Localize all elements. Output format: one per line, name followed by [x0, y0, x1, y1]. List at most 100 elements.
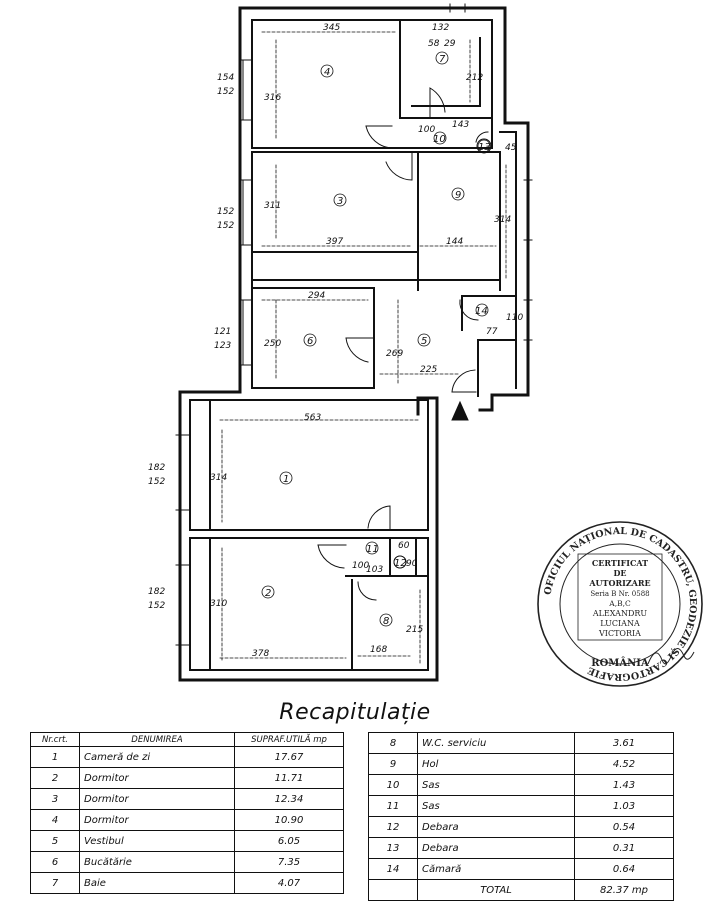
row-nr: 4	[30, 809, 80, 831]
dim-154: 154	[217, 73, 234, 83]
row-nr: 3	[30, 788, 80, 810]
total-area: 82.37 mp	[574, 879, 674, 901]
row-name: Baie	[79, 872, 235, 894]
stamp-country: ROMÂNIA	[591, 657, 649, 669]
row-nr: 7	[30, 872, 80, 894]
dim-58: 58	[428, 39, 440, 49]
room-3-label: 3	[337, 196, 343, 207]
dim-345: 345	[323, 23, 340, 33]
dim-152d: 152	[148, 477, 165, 487]
stamp-line-3: AUTORIZARE	[588, 578, 650, 588]
room-7-label: 7	[439, 54, 446, 65]
recap-title: Recapitulație	[279, 700, 431, 725]
room-13-label: 13	[478, 142, 491, 153]
signature	[647, 648, 695, 665]
row-area: 4.52	[574, 753, 674, 775]
dim-144: 144	[446, 237, 463, 247]
total-empty	[368, 879, 418, 901]
row-nr: 14	[368, 858, 418, 880]
doors	[317, 87, 489, 601]
row-name: Dormitor	[79, 767, 235, 789]
dim-182b: 182	[148, 587, 165, 597]
row-area: 3.61	[574, 732, 674, 754]
dim-100b: 100	[352, 561, 369, 571]
row-name: Hol	[417, 753, 575, 775]
row-name: Dormitor	[79, 788, 235, 810]
dim-397: 397	[326, 237, 343, 247]
row-area: 4.07	[234, 872, 344, 894]
small-closets	[393, 138, 492, 569]
dim-168: 168	[370, 645, 387, 655]
stamp-line-8: VICTORIA	[598, 629, 641, 638]
floor-plan: 345 132 58 29 212 100 143 45 316 154 152…	[148, 3, 533, 682]
room-14-label: 14	[475, 306, 488, 317]
dim-29: 29	[444, 39, 456, 49]
stamp-line-4: Seria B Nr. 0588	[590, 590, 649, 598]
dim-45: 45	[505, 143, 517, 153]
row-area: 0.54	[574, 816, 674, 838]
dim-152b: 152	[217, 207, 234, 217]
dimension-lines	[219, 31, 507, 666]
row-name: Dormitor	[79, 809, 235, 831]
dim-123: 123	[214, 341, 231, 351]
row-area: 11.71	[234, 767, 344, 789]
row-nr: 1	[30, 746, 80, 768]
dim-60: 60	[398, 541, 410, 551]
dim-132: 132	[432, 23, 449, 33]
dim-378: 378	[252, 649, 269, 659]
dim-182a: 182	[148, 463, 165, 473]
row-name: Cameră de zi	[79, 746, 235, 768]
authorization-stamp: OFICIUL NAȚIONAL DE CADASTRU, GEODEZIE Ș…	[537, 521, 703, 687]
entrance-arrow-icon	[451, 400, 469, 421]
dim-314a: 314	[494, 215, 511, 225]
row-name: Sas	[417, 774, 575, 796]
row-name: Debara	[417, 816, 575, 838]
row-area: 1.03	[574, 795, 674, 817]
total-label: TOTAL	[417, 879, 575, 901]
header-area: SUPRAF.UTILĂ mp	[234, 732, 344, 747]
room-5-label: 5	[421, 336, 427, 347]
dim-310: 310	[210, 599, 227, 609]
outer-walls	[178, 6, 530, 682]
dim-215: 215	[406, 625, 423, 635]
row-area: 10.90	[234, 809, 344, 831]
room-9-label: 9	[455, 190, 461, 201]
dim-103: 103	[366, 565, 383, 575]
dim-90: 90	[406, 559, 418, 569]
stamp-line-7: LUCIANA	[600, 619, 640, 628]
row-area: 0.31	[574, 837, 674, 859]
dim-225: 225	[420, 365, 437, 375]
row-area: 17.67	[234, 746, 344, 768]
room-11-label: 11	[366, 544, 379, 555]
row-area: 6.05	[234, 830, 344, 852]
header-nr: Nr.crt.	[30, 732, 80, 747]
stamp-line-5: A,B,C	[608, 599, 631, 608]
stamp-line-6: ALEXANDRU	[592, 609, 648, 618]
dim-100a: 100	[418, 125, 435, 135]
room-6-label: 6	[307, 336, 313, 347]
dim-269: 269	[386, 349, 403, 359]
row-nr: 13	[368, 837, 418, 859]
row-area: 0.64	[574, 858, 674, 880]
dim-316: 316	[264, 93, 281, 103]
row-nr: 6	[30, 851, 80, 873]
room-10-label: 10	[433, 134, 446, 145]
dim-110: 110	[506, 313, 523, 323]
dim-77: 77	[486, 327, 498, 337]
row-area: 1.43	[574, 774, 674, 796]
